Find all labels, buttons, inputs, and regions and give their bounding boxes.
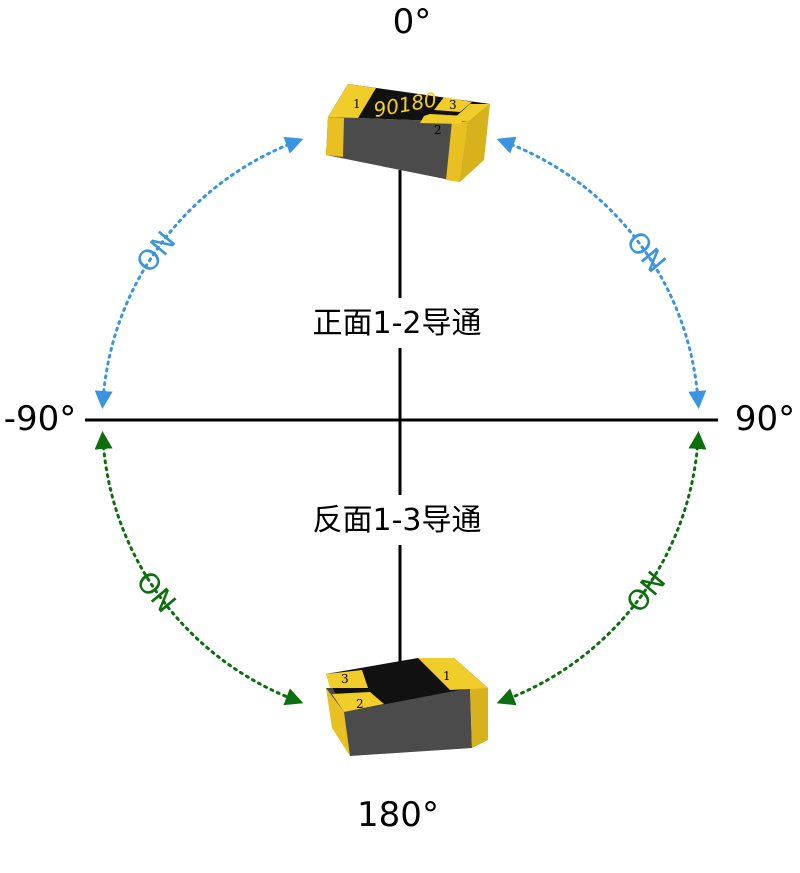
bottom-pin-3: 3 — [341, 672, 349, 686]
arc-upper-left — [94, 136, 304, 409]
caption-back: 反面1-3导通 — [313, 503, 482, 538]
caption-front: 正面1-2导通 — [313, 306, 482, 341]
arc-lower-left — [94, 431, 304, 706]
arc-lower-right — [496, 431, 707, 706]
component-bottom: 3 1 2 — [326, 658, 488, 756]
bottom-pin-2: 2 — [356, 697, 364, 711]
angle-label-top: 0° — [393, 2, 432, 42]
bottom-pin-1: 1 — [443, 669, 451, 683]
angle-label-left: -90° — [4, 399, 77, 439]
on-label-upper-right: ON — [620, 225, 673, 279]
top-pin-1: 1 — [353, 97, 361, 111]
top-pin-2: 2 — [434, 123, 442, 137]
angle-label-bottom: 180° — [357, 795, 439, 835]
top-pin-3: 3 — [449, 98, 457, 112]
on-label-lower-left: ON — [130, 565, 183, 619]
angle-label-right: 90° — [735, 399, 795, 439]
on-label-lower-right: ON — [620, 565, 673, 619]
component-top: 1 3 2 90180 — [326, 84, 490, 182]
on-label-upper-left: ON — [130, 225, 183, 279]
arc-upper-right — [496, 136, 707, 409]
